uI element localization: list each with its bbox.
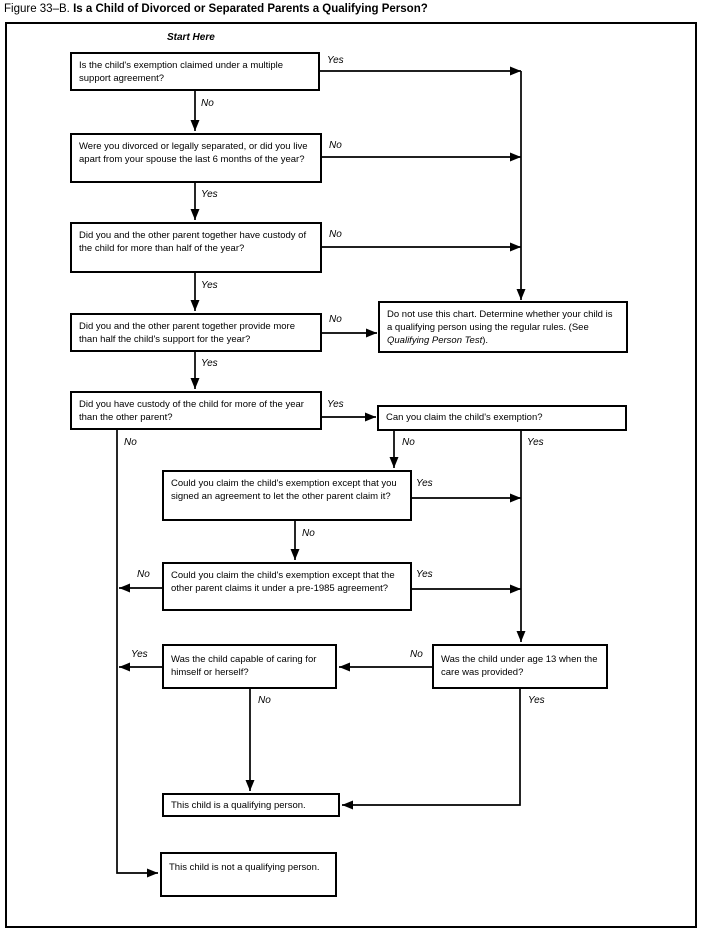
do-not-use-text: Do not use this chart. Determine whether… (387, 309, 613, 333)
node-multiple-support: Is the child's exemption claimed under a… (70, 52, 320, 91)
node-custody-together: Did you and the other parent together ha… (70, 222, 322, 273)
label-child-capable-no: No (258, 695, 271, 706)
edge-under-age-13-yes (342, 689, 521, 810)
label-under-age-13-no: No (410, 649, 423, 660)
label-pre-1985-no: No (137, 569, 150, 580)
label-divorced-separated-yes: Yes (201, 189, 218, 200)
figure-heading: Is a Child of Divorced or Separated Pare… (73, 3, 428, 15)
label-multiple-support-yes: Yes (327, 55, 344, 66)
flowchart-border (5, 22, 697, 928)
node-under-age-13: Was the child under age 13 when the care… (432, 644, 608, 689)
node-qualifying-person: This child is a qualifying person. (162, 793, 340, 817)
figure-title: Figure 33–B. Is a Child of Divorced or S… (4, 3, 428, 15)
label-custody-together-no: No (329, 229, 342, 240)
node-claim-exemption: Can you claim the child's exemption? (377, 405, 627, 431)
node-divorced-separated: Were you divorced or legally separated, … (70, 133, 322, 183)
node-custody-more: Did you have custody of the child for mo… (70, 391, 322, 430)
label-signed-agreement-no: No (302, 528, 315, 539)
label-claim-exemption-no: No (402, 437, 415, 448)
label-custody-more-no: No (124, 437, 137, 448)
node-not-qualifying-person: This child is not a qualifying person. (160, 852, 337, 897)
label-support-together-no: No (329, 314, 342, 325)
label-divorced-separated-no: No (329, 140, 342, 151)
do-not-use-text-after: ). (482, 335, 489, 346)
label-custody-more-yes: Yes (327, 399, 344, 410)
label-support-together-yes: Yes (201, 358, 218, 369)
label-child-capable-yes: Yes (131, 649, 148, 660)
node-do-not-use-chart: Do not use this chart. Determine whether… (378, 301, 628, 353)
label-under-age-13-yes: Yes (528, 695, 545, 706)
label-pre-1985-yes: Yes (416, 569, 433, 580)
label-claim-exemption-yes: Yes (527, 437, 544, 448)
node-pre-1985: Could you claim the child's exemption ex… (162, 562, 412, 611)
label-custody-together-yes: Yes (201, 280, 218, 291)
edge-no-line-to-not-qualifying (116, 430, 158, 878)
node-support-together: Did you and the other parent together pr… (70, 313, 322, 352)
node-signed-agreement: Could you claim the child's exemption ex… (162, 470, 412, 521)
node-child-capable: Was the child capable of caring for hims… (162, 644, 337, 689)
label-multiple-support-no: No (201, 98, 214, 109)
do-not-use-italic-text: Qualifying Person Test (387, 335, 483, 346)
start-here-label: Start Here (167, 32, 215, 43)
label-signed-agreement-yes: Yes (416, 478, 433, 489)
figure-number: Figure 33–B. (4, 3, 70, 15)
